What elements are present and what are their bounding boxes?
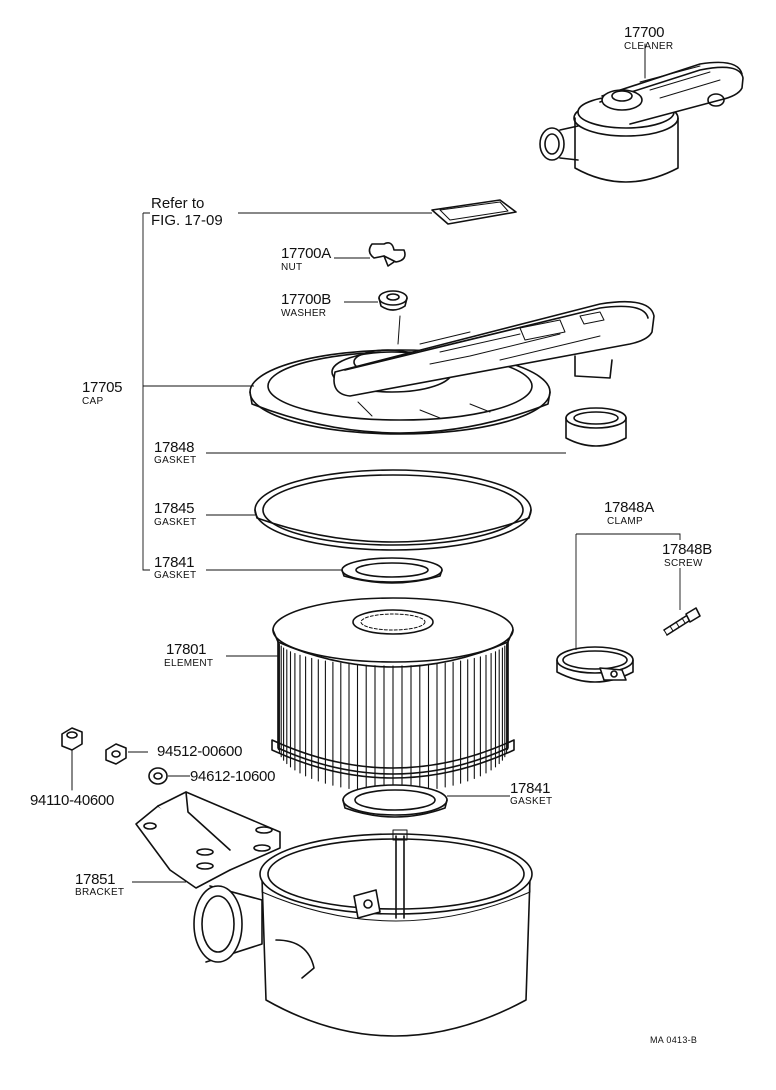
part-number-17848b: 17848B — [662, 541, 712, 558]
part-number-17841-bottom: 17841 — [510, 780, 551, 797]
part-number-17700: 17700 — [624, 24, 665, 41]
wing-nut-drawing — [368, 242, 406, 267]
gasket-17841-bottom-drawing — [342, 784, 448, 818]
part-number-94612-10600: 94612-10600 — [190, 768, 276, 785]
part-name-clamp: CLAMP — [607, 516, 643, 527]
refer-plate-drawing — [431, 199, 517, 225]
part-number-17851: 17851 — [75, 871, 116, 888]
bracket-drawing — [135, 791, 281, 889]
part-number-17700a: 17700A — [281, 245, 331, 262]
part-number-94110-40600: 94110-40600 — [30, 792, 115, 809]
part-number-17848a: 17848A — [604, 499, 654, 516]
gasket-17845-drawing — [254, 469, 532, 551]
nut-94110-drawing — [61, 727, 83, 791]
screw-drawing — [663, 607, 701, 636]
refer-fig-label: FIG. 17-09 — [151, 212, 223, 229]
part-number-17801: 17801 — [166, 641, 207, 658]
part-number-17848: 17848 — [154, 439, 195, 456]
diagram-code: MA 0413-B — [650, 1035, 698, 1045]
refer-to-label: Refer to — [151, 195, 205, 212]
element-pleats — [277, 639, 509, 793]
part-name-screw: SCREW — [664, 558, 703, 569]
part-number-94512-00600: 94512-00600 — [157, 743, 243, 760]
part-number-17700b: 17700B — [281, 291, 331, 308]
gasket-17841-top-drawing — [341, 557, 443, 584]
part-number-17841-top: 17841 — [154, 554, 195, 571]
part-name-gasket-17848: GASKET — [154, 455, 197, 466]
washer-94612-drawing — [148, 767, 168, 785]
leader-lines — [128, 212, 681, 883]
washer-17700b-drawing — [378, 290, 408, 311]
part-name-gasket-17841-bottom: GASKET — [510, 796, 553, 807]
washer-94512-drawing — [105, 743, 127, 765]
part-name-cleaner: CLEANER — [624, 41, 674, 52]
clamp-drawing — [556, 646, 634, 683]
part-number-17705: 17705 — [82, 379, 123, 396]
part-name-element: ELEMENT — [164, 658, 214, 669]
part-name-gasket-17845: GASKET — [154, 517, 197, 528]
part-name-cap: CAP — [82, 396, 104, 407]
gasket-17848-drawing — [565, 407, 627, 447]
part-number-17845: 17845 — [154, 500, 195, 517]
cap-drawing — [249, 300, 655, 435]
housing-drawing — [193, 829, 533, 1037]
part-name-bracket: BRACKET — [75, 887, 125, 898]
cleaner-assembly-drawing — [539, 43, 744, 183]
part-name-nut: NUT — [281, 262, 303, 273]
part-name-gasket-17841-top: GASKET — [154, 570, 197, 581]
part-name-washer: WASHER — [281, 308, 327, 319]
